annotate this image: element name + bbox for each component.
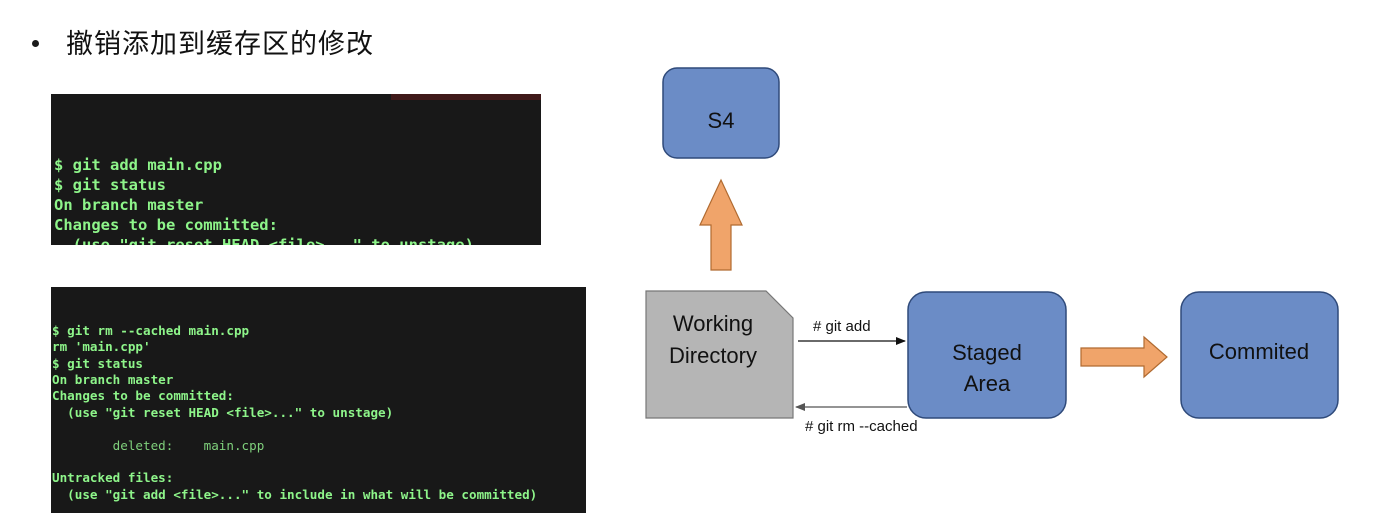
terminal-line: Untracked files: xyxy=(52,470,174,486)
terminal-line: On branch master xyxy=(54,195,204,214)
terminal-line: (use "git reset HEAD <file>..." to unsta… xyxy=(52,404,394,420)
node-staged-area: Staged Area xyxy=(907,291,1067,419)
terminal-line: (use "git add <file>..." to include in w… xyxy=(52,486,538,502)
edge-git-rm-cached-label: # git rm --cached xyxy=(805,418,918,435)
node-commited-label: Commited xyxy=(1209,339,1309,364)
node-working-directory-shape xyxy=(645,290,794,419)
terminal-line: $ git rm --cached main.cpp xyxy=(52,322,250,338)
terminal-line: $ git status xyxy=(52,355,143,371)
node-staged-area-line2: Area xyxy=(964,371,1011,396)
terminal-line: rm 'main.cpp' xyxy=(52,339,151,355)
terminal-line: Changes to be committed: xyxy=(52,388,234,404)
node-working-directory-line1: Working xyxy=(673,311,753,336)
arrow-right-to-commited xyxy=(1080,335,1168,379)
node-staged-area-line1: Staged xyxy=(952,340,1022,365)
node-working-directory: Working Directory xyxy=(645,290,794,419)
bullet-dot xyxy=(32,40,39,47)
node-s4-box xyxy=(662,67,780,159)
slide-heading: 撤销添加到缓存区的修改 xyxy=(66,29,374,60)
node-commited: Commited xyxy=(1180,291,1339,419)
node-commited-box xyxy=(1180,291,1339,419)
terminal-line: $ git status xyxy=(54,176,166,195)
terminal-line: (use "git reset HEAD <file>..." to unsta… xyxy=(54,235,474,245)
terminal-line: deleted: main.cpp xyxy=(52,437,265,453)
edge-git-add-label: # git add xyxy=(813,318,871,335)
terminal-highlight xyxy=(391,94,541,100)
arrow-up-to-s4 xyxy=(699,178,743,271)
terminal-line: On branch master xyxy=(52,372,174,388)
terminal-line: Changes to be committed: xyxy=(54,215,278,234)
node-working-directory-line2: Directory xyxy=(669,343,757,368)
node-staged-area-box xyxy=(907,291,1067,419)
terminal-line: $ git add main.cpp xyxy=(54,156,222,175)
node-s4: S4 xyxy=(662,67,780,159)
node-s4-label: S4 xyxy=(708,108,735,133)
